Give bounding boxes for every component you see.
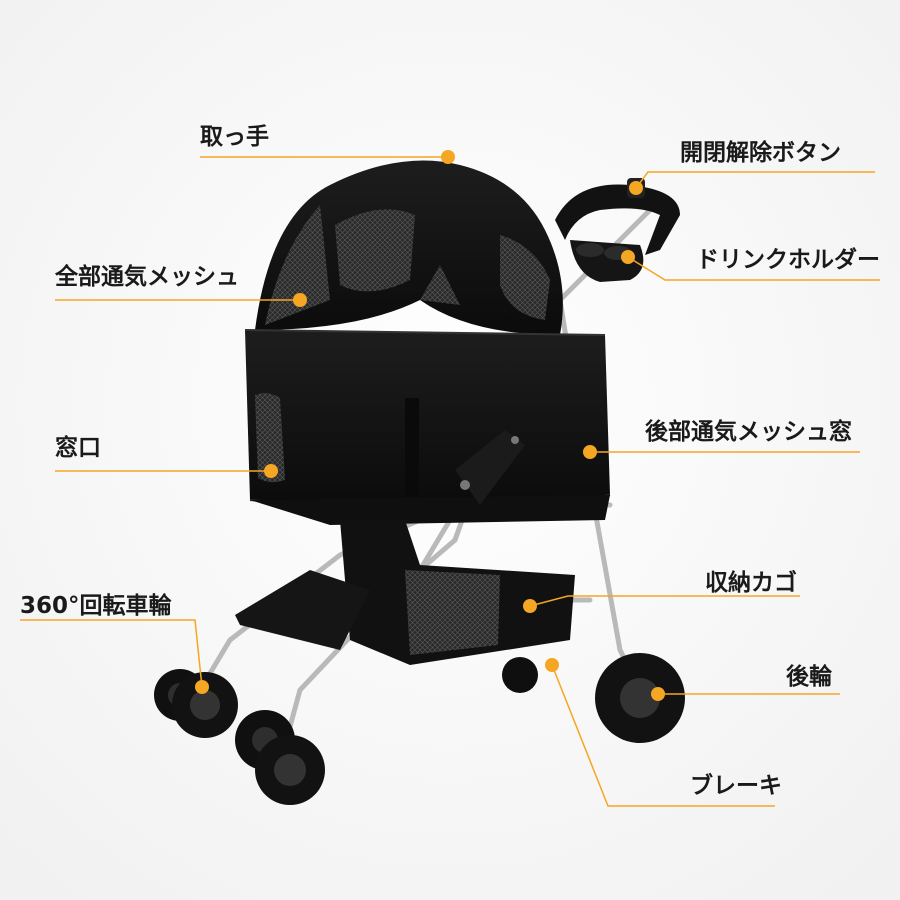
storage-basket: [235, 520, 575, 665]
rear-wheel-hidden: [502, 657, 538, 693]
release-hinge: [455, 430, 525, 505]
front-wheel-right: [172, 672, 238, 738]
pet-carrier: [244, 329, 611, 525]
wheels: [154, 653, 685, 805]
drink-holder: [570, 240, 644, 282]
label-rear-mesh-window: 後部通気メッシュ窓: [645, 419, 852, 445]
front-wheel-right-2: [255, 735, 325, 805]
label-handle: 取っ手: [200, 124, 269, 150]
canopy: [255, 160, 563, 335]
label-swivel-wheel: 360°回転車輪: [20, 593, 172, 619]
label-drink-holder: ドリンクホルダー: [696, 247, 880, 273]
rear-wheel: [595, 653, 685, 743]
label-full-mesh: 全部通気メッシュ: [55, 264, 239, 290]
label-release-button: 開閉解除ボタン: [680, 140, 841, 166]
label-brake: ブレーキ: [690, 773, 782, 799]
callout-leaders: [20, 156, 880, 807]
label-storage-basket: 収納カゴ: [705, 570, 797, 596]
label-rear-wheel: 後輪: [786, 664, 832, 690]
label-window: 窓口: [55, 435, 101, 461]
